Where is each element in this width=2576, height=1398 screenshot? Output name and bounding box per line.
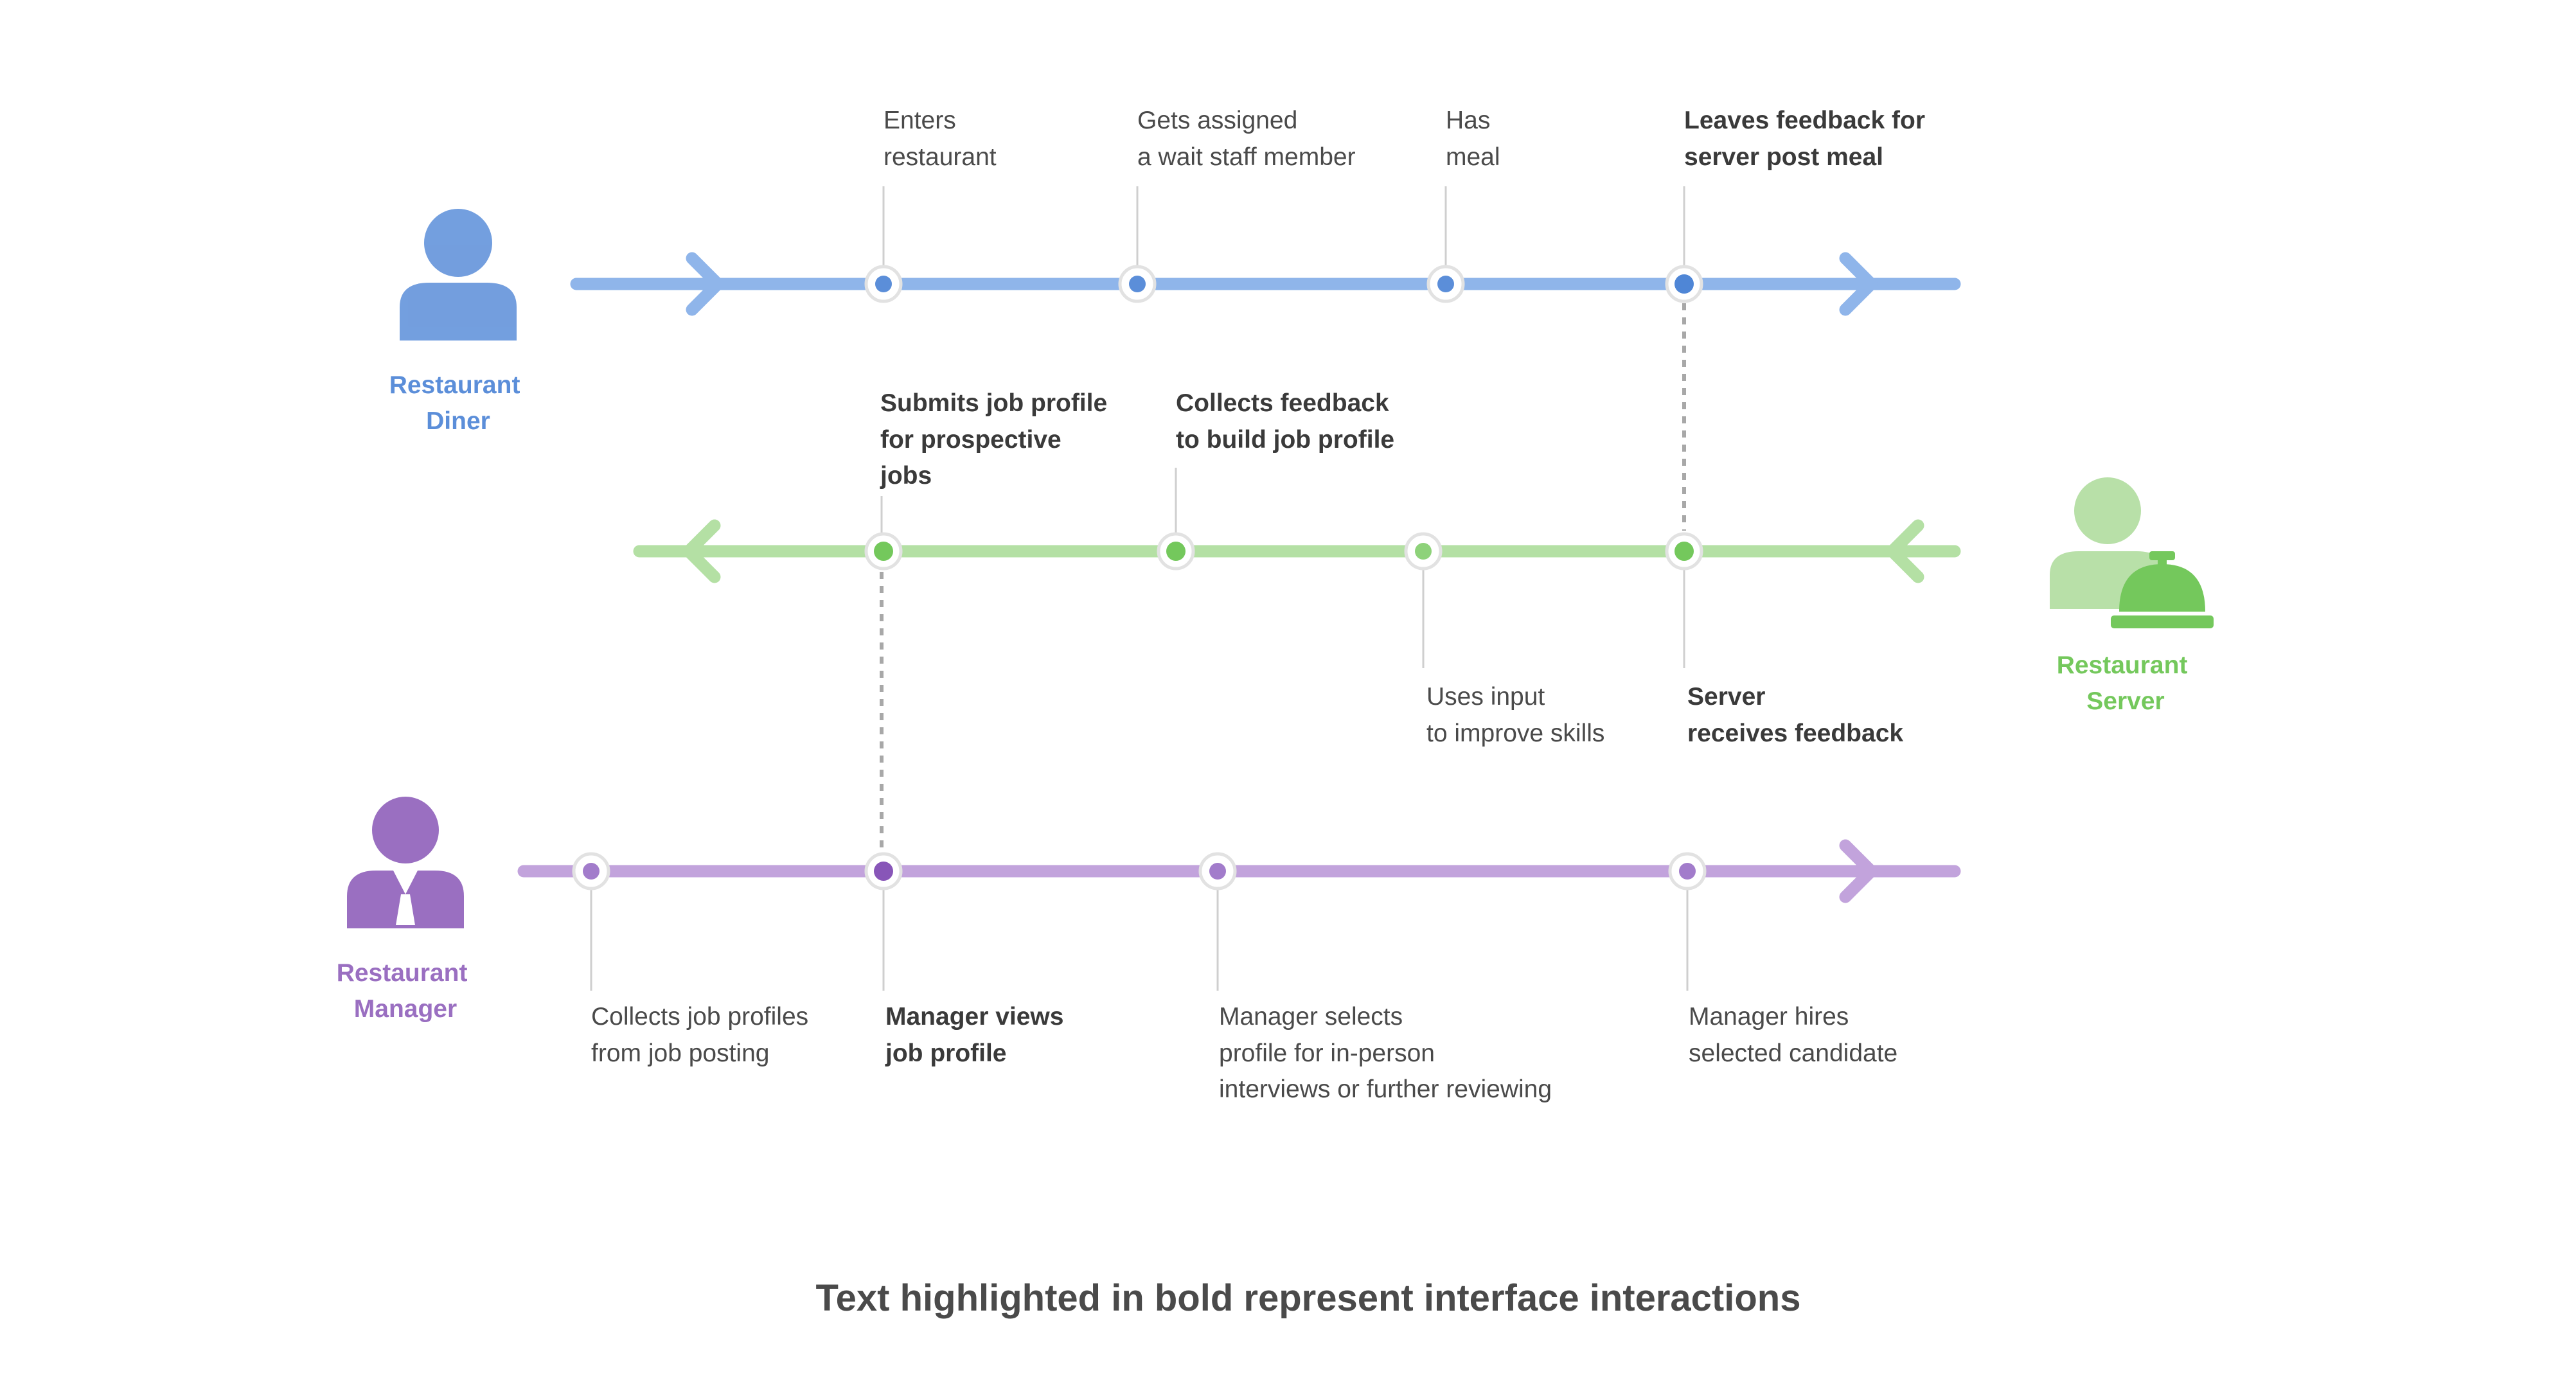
server-event-label-bold: Submits job profile for prospective jobs (880, 389, 1114, 490)
server-event-label-bold: Server receives feedback (1687, 683, 1903, 747)
event-node-dot (583, 863, 600, 880)
manager-event-label-bold: Manager views job profile (885, 1003, 1070, 1067)
event-node-dot (1674, 274, 1694, 294)
server-event-label-bold: Collects feedback to build job profile (1176, 389, 1396, 454)
event-node-dot (1415, 543, 1432, 560)
diner-event-label: Enters restaurant (884, 107, 997, 171)
server-arrow-right (1886, 519, 1924, 583)
diner-event-label-bold: Leaves feedback for server post meal (1684, 107, 1932, 171)
event-node-dot (1209, 863, 1226, 880)
manager-event-label: Manager hires selected candidate (1689, 1003, 1897, 1067)
manager-arrow-right (1839, 839, 1878, 903)
diner-arrow-right (1839, 252, 1878, 316)
event-node-dot (874, 542, 893, 561)
event-node-dot (1679, 863, 1696, 880)
actor-manager: Restaurant Manager (337, 797, 475, 1023)
diner-timeline: Enters restaurant Gets assigned a wait s… (570, 107, 1961, 316)
server-event-label: Uses input to improve skills (1426, 683, 1604, 747)
manager-event-label: Manager selects profile for in-person in… (1219, 1003, 1552, 1103)
actor-server-name: Restaurant Server (2057, 651, 2195, 715)
person-with-tie-icon (347, 797, 464, 928)
event-node-dot (874, 862, 893, 881)
event-node-dot (875, 276, 892, 292)
legend-footnote: Text highlighted in bold represent inter… (816, 1277, 1801, 1319)
diner-event-label: Gets assigned a wait staff member (1137, 107, 1356, 171)
manager-timeline: Collects job profiles from job posting M… (517, 839, 1961, 1103)
event-node-dot (1437, 276, 1454, 292)
actor-server: Restaurant Server (2050, 477, 2214, 715)
actor-manager-name: Restaurant Manager (337, 959, 475, 1023)
actor-diner-name: Restaurant Diner (389, 371, 528, 435)
event-node-dot (1674, 542, 1694, 561)
actor-diner: Restaurant Diner (389, 209, 528, 435)
diner-arrow-left (686, 252, 724, 316)
person-with-service-bell-icon (2050, 477, 2214, 628)
manager-event-label: Collects job profiles from job posting (591, 1003, 815, 1067)
diner-event-label: Has meal (1446, 107, 1500, 171)
event-node-dot (1166, 542, 1186, 561)
server-arrow-left (682, 519, 721, 583)
person-icon (400, 209, 517, 341)
event-node-dot (1129, 276, 1146, 292)
server-timeline: Submits job profile for prospective jobs… (633, 389, 1961, 747)
